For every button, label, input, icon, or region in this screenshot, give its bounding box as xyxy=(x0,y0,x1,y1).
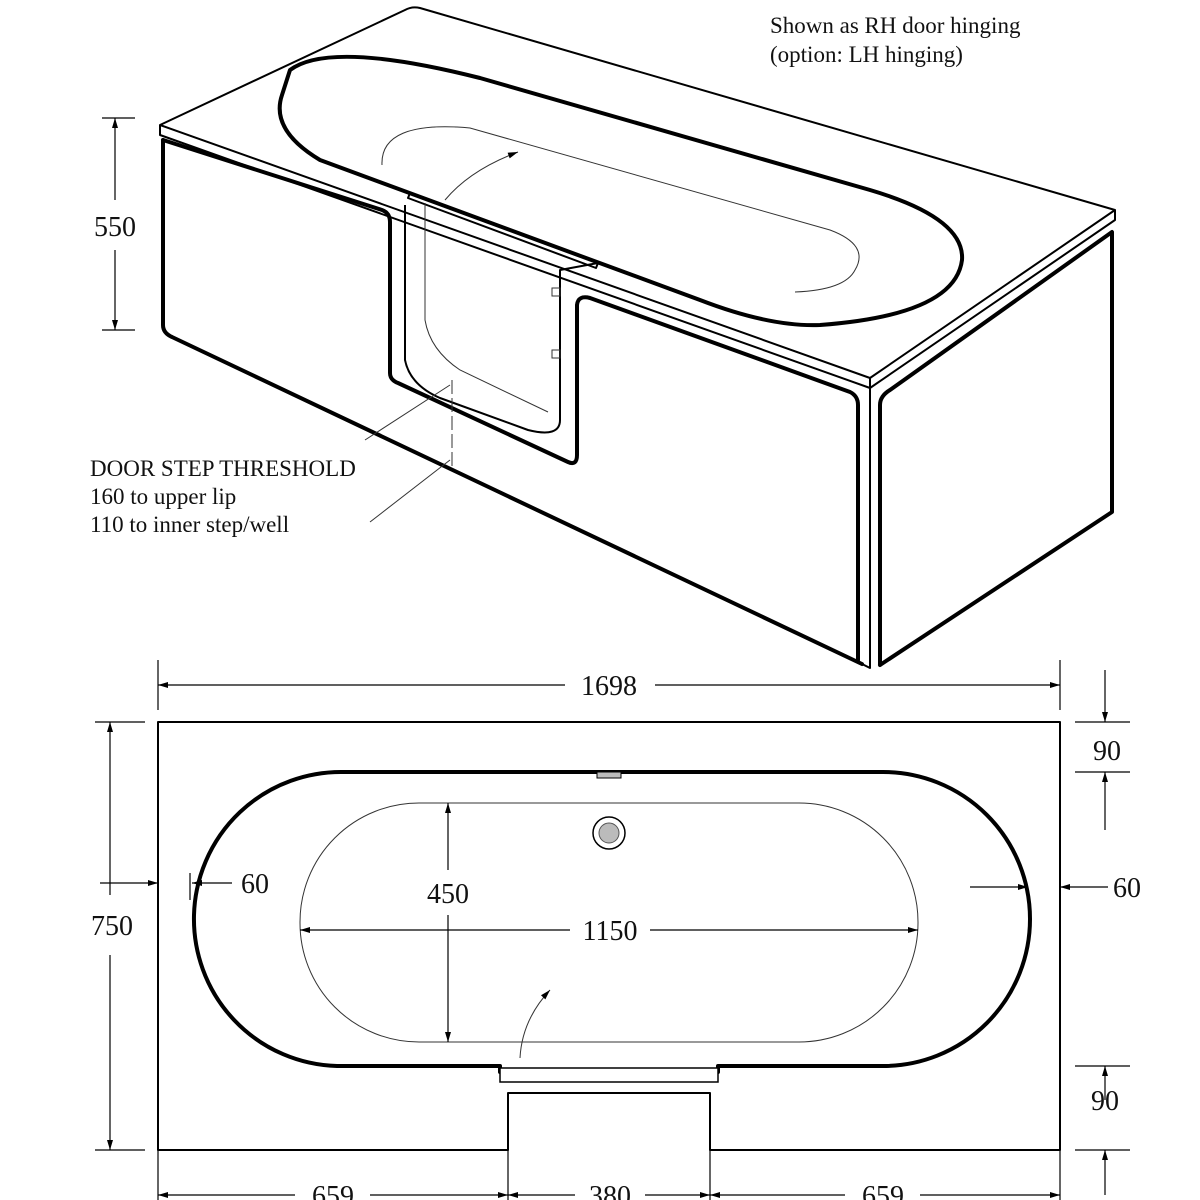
segment-right-label: 659 xyxy=(862,1181,904,1200)
overall-length-label: 1698 xyxy=(581,671,637,702)
door-width-label: 380 xyxy=(589,1181,631,1200)
wall-right-label: 60 xyxy=(1113,873,1141,904)
overflow xyxy=(596,771,622,779)
basin-rim xyxy=(277,54,965,328)
front-panel-bottom xyxy=(161,138,864,666)
hinge-bottom xyxy=(551,349,561,359)
threshold-leader-lower xyxy=(369,459,451,523)
plan-outline xyxy=(157,721,1061,1151)
front-panel-left xyxy=(161,138,860,662)
wall-left-label: 60 xyxy=(241,869,269,900)
height-dimension xyxy=(102,117,135,331)
hinging-note-line2: (option: LH hinging) xyxy=(770,42,963,67)
basin-length-label: 1150 xyxy=(583,916,638,947)
plan-door-swing-arrow xyxy=(519,989,551,1059)
hinge-top xyxy=(551,287,561,297)
plan-basin-floor xyxy=(299,802,919,1043)
rim-top-label: 90 xyxy=(1093,736,1121,767)
side-panel xyxy=(878,230,1114,667)
door-frame xyxy=(404,192,599,434)
threshold-line2: 110 to inner step/well xyxy=(90,512,289,537)
plan-view xyxy=(157,721,1061,1151)
threshold-leader-upper xyxy=(364,384,451,441)
deck-edge xyxy=(159,125,1116,389)
isometric-view xyxy=(159,6,1116,669)
basin-floor xyxy=(381,126,860,293)
threshold-title: DOOR STEP THRESHOLD xyxy=(90,456,356,481)
basin-width-label: 450 xyxy=(427,879,469,910)
rim-bottom-label: 90 xyxy=(1091,1086,1119,1117)
hinging-note-line1: Shown as RH door hinging xyxy=(770,13,1021,38)
door-seal-bar xyxy=(499,1067,719,1083)
corner-edge xyxy=(861,388,871,669)
height-label: 550 xyxy=(94,212,136,243)
segment-left-label: 659 xyxy=(312,1181,354,1200)
door-swing-arrow xyxy=(444,151,519,201)
threshold-line1: 160 to upper lip xyxy=(90,484,236,509)
door-inner-panel xyxy=(424,203,549,413)
plan-dimensions xyxy=(95,660,1130,1200)
overall-width-label: 750 xyxy=(91,911,133,942)
top-deck xyxy=(159,6,1116,379)
waste-outlet-inner-icon xyxy=(598,822,620,844)
